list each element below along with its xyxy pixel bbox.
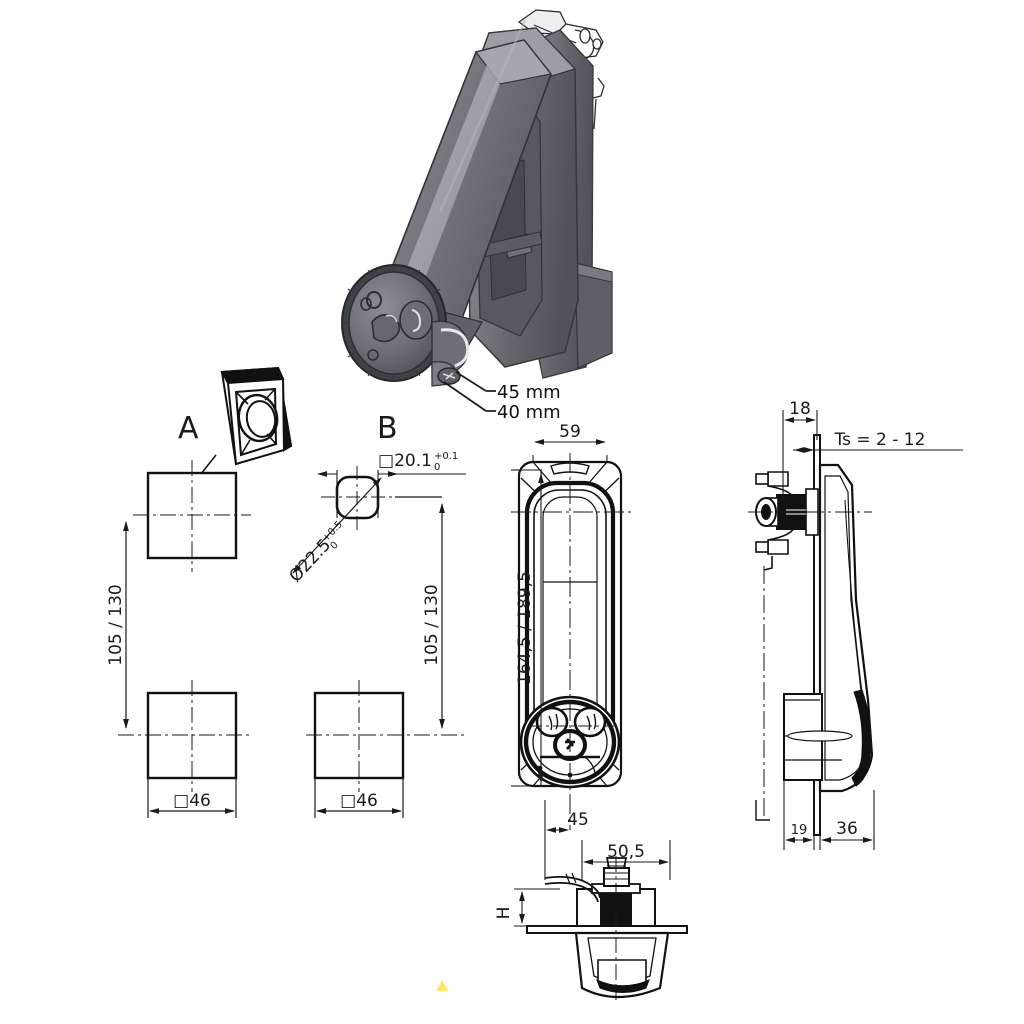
side-dim-18	[782, 410, 818, 500]
variant-a-upper-centerlines	[133, 460, 251, 572]
variant-a-lower-centerlines	[118, 680, 251, 792]
variant-a-pitch-text: 105 / 130	[106, 584, 126, 665]
side-dim-18-text: 18	[789, 399, 811, 419]
yellow-marker-artifact	[436, 980, 448, 991]
front-width-dimension	[532, 439, 608, 462]
variant-b-width-text: □46	[340, 791, 378, 811]
callout-40mm: 40 mm	[497, 402, 561, 423]
side-dim-36	[819, 790, 875, 850]
callout-leaders	[443, 371, 496, 412]
dial-thumb-grip	[371, 314, 401, 343]
acrossflats-tol-lower: 0	[434, 462, 440, 473]
side-dim-ts-text: Ts = 2 - 12	[834, 430, 926, 450]
variant-b-width-dimension	[314, 778, 404, 818]
front-keyhole-right	[573, 706, 607, 738]
variant-b-pitch-dimension	[395, 496, 445, 729]
variant-a-width-text: □46	[173, 791, 211, 811]
bottom-view-group: H	[436, 856, 688, 1000]
isometric-render-group: 45 mm 40 mm	[341, 9, 613, 423]
variant-a-width-dimension	[147, 778, 237, 818]
front-height-dimension	[511, 469, 544, 787]
variant-b-pitch-text: 105 / 130	[422, 584, 442, 665]
acrossflats-tol-upper: +0.1	[434, 451, 458, 462]
cutout-variant-a-group: A 105 / 130 □46	[106, 366, 293, 818]
acrossflats-main: □20.1	[378, 451, 432, 471]
side-dim-19	[783, 780, 815, 850]
front-width-text: 59	[559, 422, 581, 442]
side-dim-19-text: 19	[791, 823, 808, 838]
front-keyhole-left	[535, 706, 569, 738]
bottom-grip-recess	[597, 959, 647, 987]
variant-a-label: A	[178, 411, 199, 446]
variant-b-diameter-dimension	[292, 477, 382, 574]
front-view-group: 59 164,5 / 189,5 45 50,5	[511, 422, 671, 880]
side-extent-bracket	[755, 800, 770, 821]
variant-b-lower-centerlines	[306, 680, 466, 792]
bottom-cable	[544, 872, 601, 903]
front-dim-45-text: 45	[567, 810, 589, 830]
variant-b-acrossflats-text: □20.1 +0.1 0	[378, 451, 458, 473]
square-bezel-detail	[220, 366, 293, 466]
side-dim-36-text: 36	[836, 819, 858, 839]
bottom-dim-h	[514, 888, 560, 927]
bottom-knurl-band	[596, 979, 650, 993]
callout-45mm: 45 mm	[497, 382, 561, 403]
side-view-group: 18 Ts = 2 - 12 19 36	[748, 399, 963, 850]
front-height-text: 164,5 / 189,5	[515, 571, 535, 685]
dial-cylinder	[399, 300, 433, 340]
side-knurl-band	[851, 689, 872, 787]
front-dim-505-text: 50,5	[607, 842, 645, 862]
front-dim-45	[544, 800, 569, 880]
side-thread-ticks	[786, 509, 806, 515]
variant-b-label: B	[377, 411, 398, 446]
bottom-dim-h-text: H	[494, 907, 514, 920]
swing-arm-highlight	[392, 62, 500, 322]
